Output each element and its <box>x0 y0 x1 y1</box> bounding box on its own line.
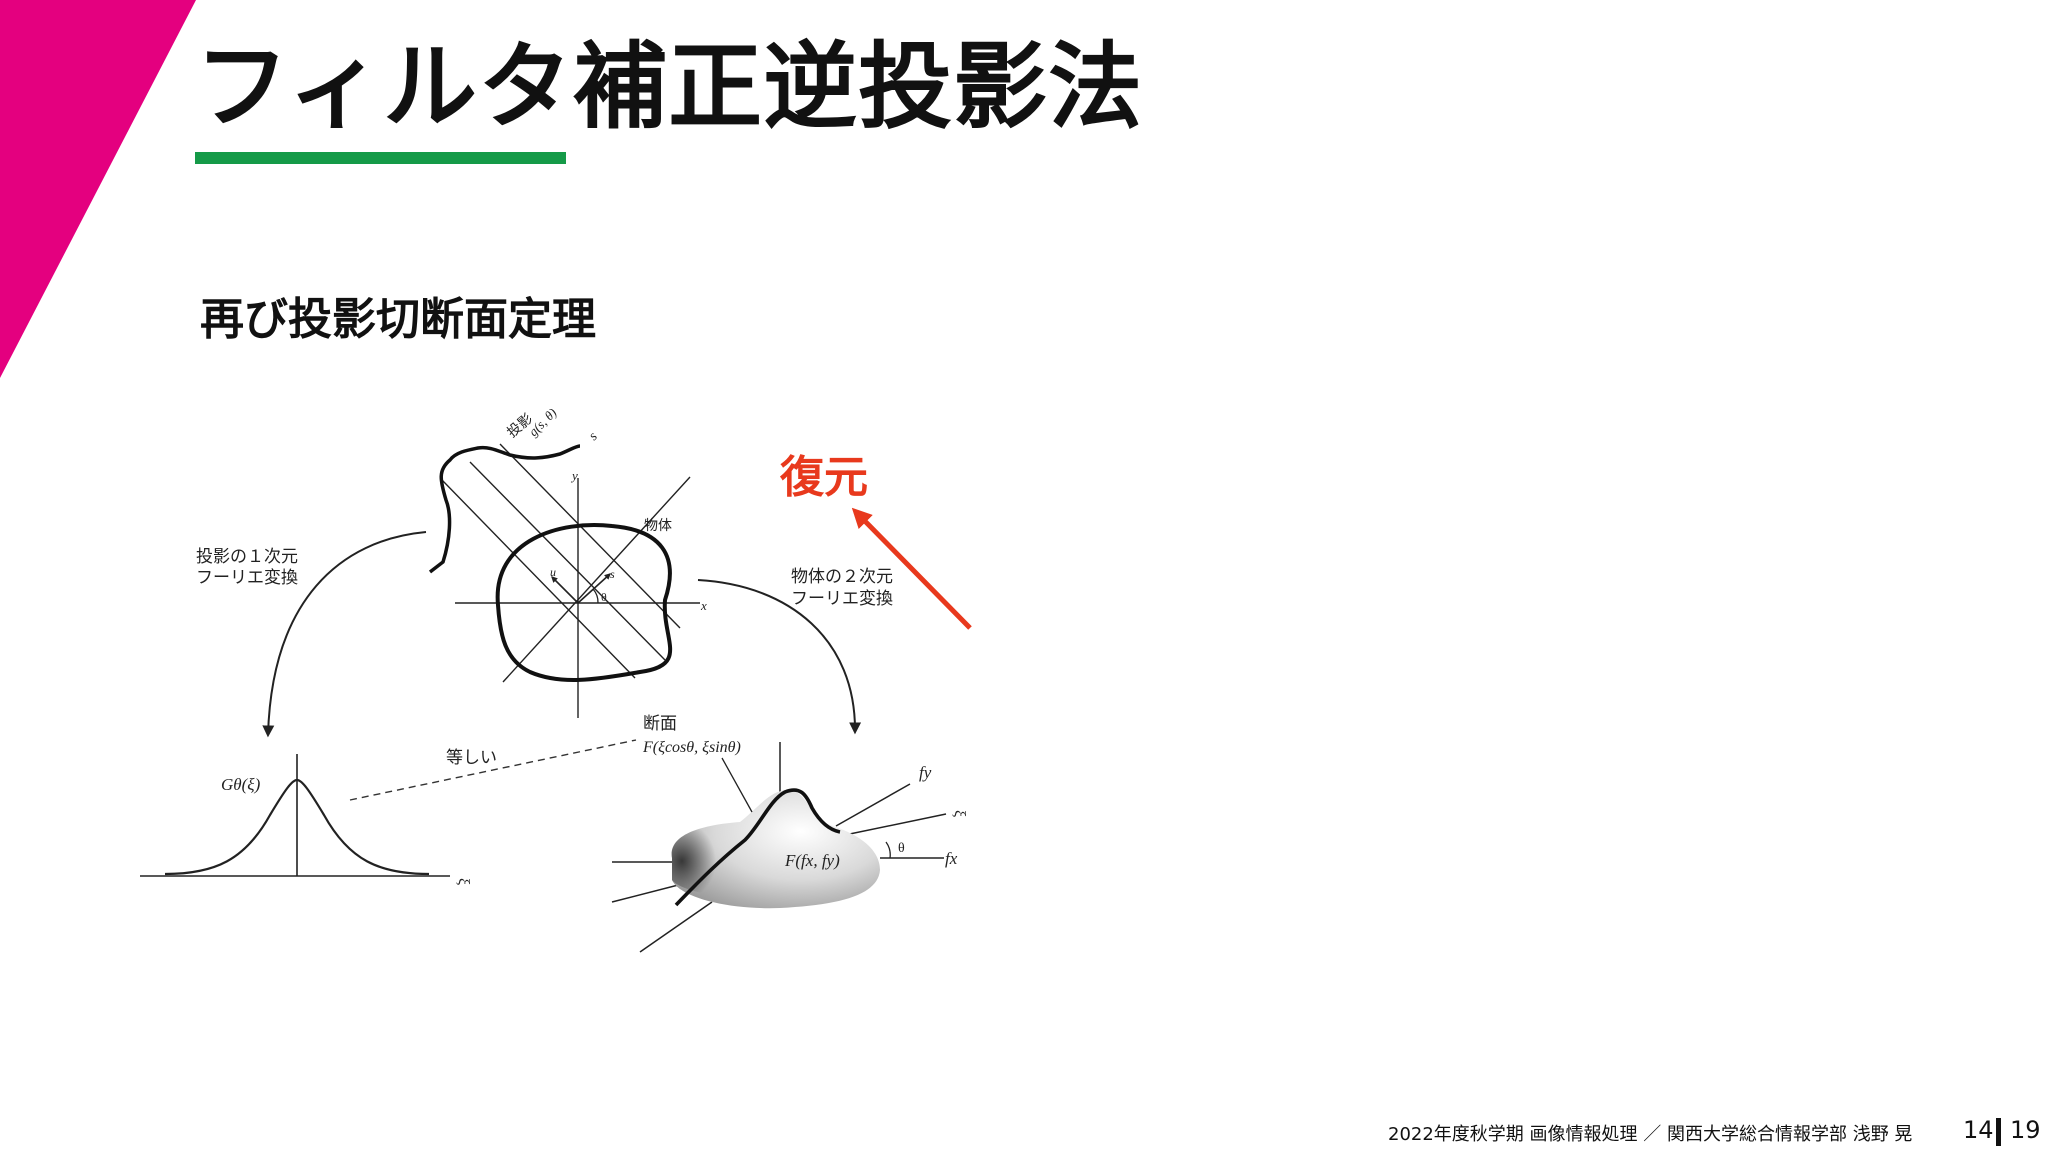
page-number-total: 19 <box>2010 1116 2041 1144</box>
reconstruction-highlight: 復元 <box>779 452 972 630</box>
s-axis <box>502 476 691 683</box>
section-label: 断面 <box>643 714 677 734</box>
xi-label: ξ <box>455 878 472 885</box>
page-number-current: 14 <box>1963 1116 1994 1144</box>
fourier-2d-surface: fy ξ fx θ F(fx, fy) <box>611 742 968 953</box>
fourier-1d-plot: Gθ(ξ) ξ <box>140 754 472 885</box>
projection-profile <box>428 444 581 574</box>
equal-label: 等しい <box>446 748 497 768</box>
right-arrow-label-line1: 物体の２次元 <box>791 567 893 587</box>
g-theta-label: Gθ(ξ) <box>221 775 261 794</box>
projection-ray <box>441 479 636 679</box>
s-vector-label: s <box>610 567 615 581</box>
projection-ray <box>469 461 666 661</box>
object-label: 物体 <box>644 518 672 534</box>
transform-arrows: 投影の１次元 フーリエ変換 物体の２次元 フーリエ変換 <box>196 531 893 738</box>
equality-dashed-line <box>349 739 637 801</box>
slide-subtitle: 再び投影切断面定理 <box>200 294 596 345</box>
right-arrow-label-line2: フーリエ変換 <box>791 589 893 609</box>
gaussian-curve <box>164 778 430 876</box>
x-axis-label: x <box>700 598 707 613</box>
xi2-axis <box>839 813 947 837</box>
theta-arc <box>592 588 599 604</box>
section-curve <box>674 788 841 907</box>
fy-label: fy <box>919 763 932 782</box>
projection-ray <box>499 443 681 629</box>
theta2-arc <box>885 841 891 859</box>
u-arrow <box>551 576 579 604</box>
section-leader <box>721 757 753 813</box>
theta2-label: θ <box>898 841 905 856</box>
left-arrow-label-line1: 投影の１次元 <box>196 547 298 567</box>
s-axis-label: s <box>586 429 601 444</box>
reconstruction-arrow <box>851 507 972 630</box>
theta-label: θ <box>601 590 607 604</box>
s-arrow <box>577 573 611 604</box>
right-transform-arrow <box>697 579 862 735</box>
projection-function: g(s, θ) <box>526 405 560 439</box>
xi2-label: ξ <box>951 810 968 817</box>
front-axis-2 <box>639 901 713 953</box>
surface-function: F(fx, fy) <box>784 851 840 870</box>
object-outline <box>495 523 673 682</box>
fy-axis <box>835 783 911 827</box>
slide-title: フィルタ補正逆投影法 <box>195 33 1144 142</box>
surface-shadow <box>671 822 740 900</box>
equality-link: 等しい 断面 F(ξcosθ, ξsinθ) <box>349 714 741 801</box>
section-function: F(ξcosθ, ξsinθ) <box>642 739 741 756</box>
footer-credit: 2022年度秋学期 画像情報処理 ／ 関西大学総合情報学部 浅野 晃 <box>1388 1124 1913 1145</box>
y-axis-label: y <box>570 468 578 483</box>
fx-label: fx <box>945 849 958 868</box>
accent-triangle <box>0 0 196 378</box>
title-underline <box>195 152 566 164</box>
u-axis-label: u <box>550 565 556 579</box>
page-number-separator <box>1996 1118 2001 1146</box>
left-arrow-label-line2: フーリエ変換 <box>196 568 298 588</box>
object-space: s y x u s θ 投影 g(s, θ) 物体 <box>428 405 707 718</box>
reconstruction-label: 復元 <box>779 452 868 503</box>
left-transform-arrow <box>262 531 427 738</box>
